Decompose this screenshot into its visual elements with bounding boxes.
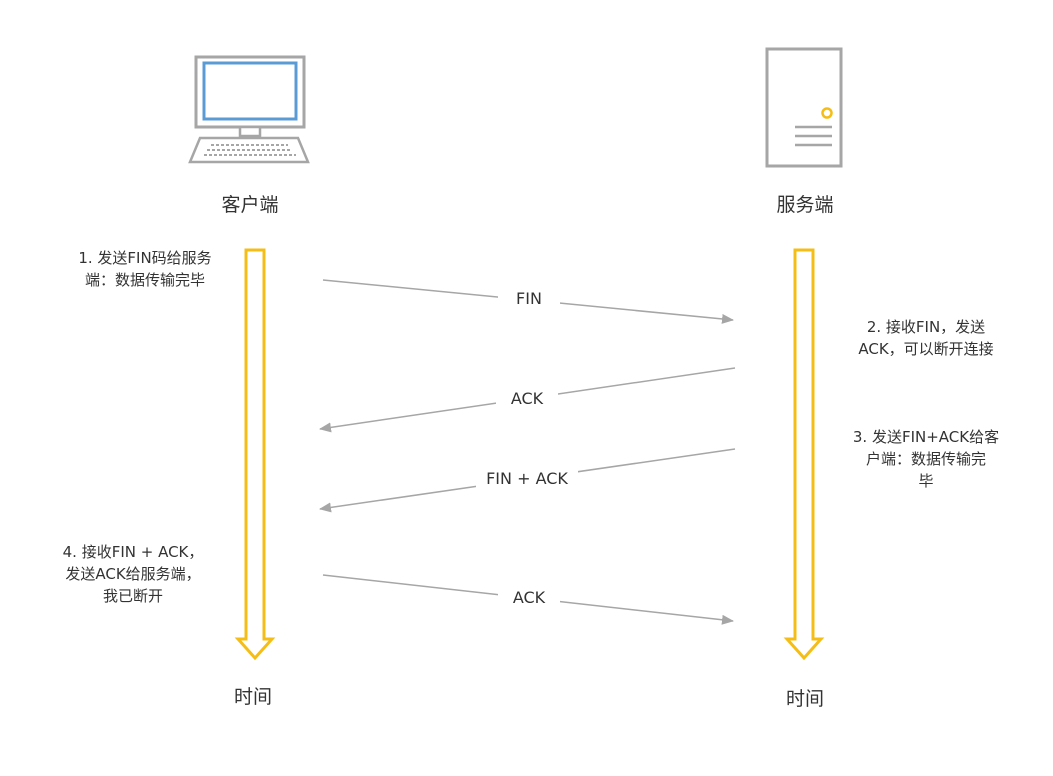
- step-2-text: 2. 接收FIN，发送 ACK，可以断开连接: [858, 318, 994, 358]
- client-label: 客户端: [221, 194, 279, 216]
- server-icon: [765, 47, 843, 168]
- server-timeline-arrow: [783, 248, 825, 661]
- step-1-text: 1. 发送FIN码给服务 端：数据传输完毕: [78, 249, 212, 289]
- step-4-text: 4. 接收FIN + ACK， 发送ACK给服务端， 我已断开: [62, 543, 204, 605]
- step-3-text: 3. 发送FIN+ACK给客 户端：数据传输完 毕: [852, 428, 1000, 490]
- fin-message-label: FIN: [498, 288, 560, 310]
- server-label: 服务端: [776, 194, 834, 216]
- server-time-label: 时间: [785, 688, 824, 710]
- final-ack-message-label: ACK: [498, 587, 560, 609]
- computer-icon: [188, 55, 310, 164]
- client-time-label: 时间: [233, 686, 272, 708]
- client-timeline-arrow: [234, 248, 276, 661]
- fin-ack-message-label: FIN + ACK: [476, 468, 578, 490]
- ack-message-label: ACK: [496, 388, 558, 410]
